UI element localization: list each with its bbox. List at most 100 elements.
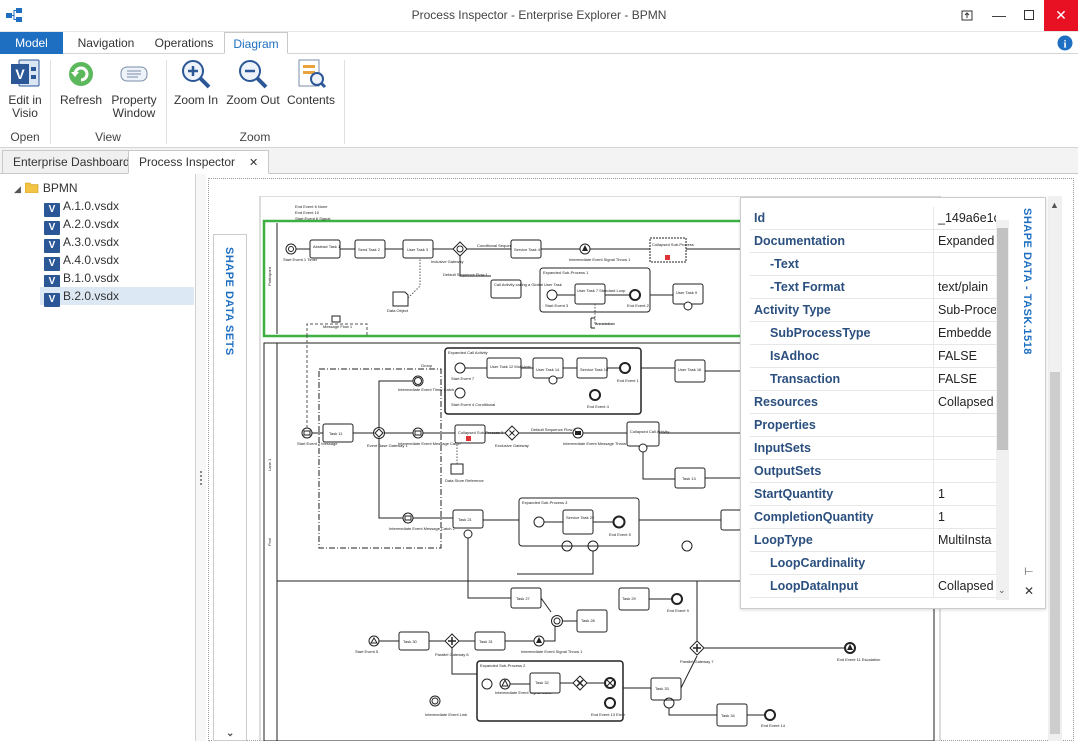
task-box[interactable] xyxy=(309,239,341,259)
properties-scrollbar-thumb[interactable] xyxy=(997,228,1008,450)
shape-data-sets-panel[interactable]: SHAPE DATA SETS ⌄ xyxy=(213,234,247,741)
close-tab-icon[interactable]: ✕ xyxy=(249,157,259,169)
task-box[interactable] xyxy=(490,279,522,299)
end-event-icon[interactable] xyxy=(619,362,631,374)
property-value[interactable]: 1 xyxy=(938,510,945,524)
property-value[interactable]: MultiInsta xyxy=(938,533,992,547)
data-object-icon[interactable] xyxy=(392,291,409,307)
end-event-icon[interactable] xyxy=(604,697,616,709)
end-event-icon[interactable] xyxy=(612,515,626,529)
task-box[interactable] xyxy=(574,283,606,305)
chevron-down-icon[interactable]: ⌄ xyxy=(226,728,235,739)
property-row[interactable]: Id_149a6e1c xyxy=(750,207,996,230)
end-event-icon[interactable] xyxy=(589,389,601,401)
task-box[interactable] xyxy=(562,509,594,535)
tab-enterprise-dashboard[interactable]: Enterprise Dashboard xyxy=(2,150,141,174)
scrollbar-thumb[interactable] xyxy=(1050,372,1060,734)
property-row[interactable]: InputSets xyxy=(750,437,996,460)
boundary-event-icon[interactable] xyxy=(681,540,693,552)
expanded-call-activity[interactable] xyxy=(444,347,642,415)
chevron-down-icon[interactable]: ⌄ xyxy=(998,585,1006,595)
tab-operations[interactable]: Operations xyxy=(154,36,214,50)
property-row[interactable]: OutputSets xyxy=(750,460,996,483)
panel-splitter[interactable] xyxy=(196,174,206,741)
task-box[interactable] xyxy=(720,509,742,531)
expanded-subprocess[interactable] xyxy=(539,267,651,313)
tab-model[interactable]: Model xyxy=(0,32,63,54)
property-window-button[interactable]: Property Window xyxy=(108,58,160,120)
property-value[interactable]: Collapsed xyxy=(938,579,994,593)
boundary-event-icon[interactable] xyxy=(561,540,573,552)
close-panel-icon[interactable]: ✕ xyxy=(1024,584,1035,598)
gateway-event-icon[interactable] xyxy=(551,615,563,627)
start-event-icon[interactable] xyxy=(454,387,466,399)
canvas-scrollbar[interactable]: ▲ xyxy=(1048,196,1062,741)
task-box[interactable] xyxy=(650,677,682,701)
property-value[interactable]: text/plain xyxy=(938,280,989,294)
intermediate-event-icon[interactable] xyxy=(412,375,424,387)
end-event-icon[interactable] xyxy=(764,709,776,721)
restore-pin-button[interactable] xyxy=(950,0,984,31)
zoom-out-button[interactable]: Zoom Out xyxy=(226,58,280,107)
collapse-arrow-icon[interactable]: ◢ xyxy=(14,184,21,194)
edit-in-visio-button[interactable]: V Edit in Visio xyxy=(4,58,46,120)
minimize-button[interactable]: — xyxy=(982,0,1016,31)
contents-button[interactable]: Contents xyxy=(285,58,337,107)
start-event-icon[interactable] xyxy=(481,678,493,690)
splitter-grip-icon[interactable] xyxy=(200,471,202,485)
data-store-icon[interactable] xyxy=(450,463,464,475)
refresh-button[interactable]: Refresh xyxy=(58,58,104,107)
property-value[interactable]: FALSE xyxy=(938,349,977,363)
maximize-button[interactable] xyxy=(1012,0,1046,31)
property-value[interactable]: 1 xyxy=(938,487,945,501)
property-value[interactable]: Collapsed xyxy=(938,395,994,409)
tree-root-bpmn[interactable]: ◢BPMN xyxy=(14,179,78,197)
property-value[interactable]: FALSE xyxy=(938,372,977,386)
task-box[interactable] xyxy=(626,421,660,447)
scroll-up-icon[interactable]: ▲ xyxy=(1050,200,1059,210)
zoom-in-button[interactable]: Zoom In xyxy=(172,58,220,107)
gateway-event-icon[interactable] xyxy=(373,427,385,439)
expanded-subprocess[interactable] xyxy=(518,497,640,547)
property-value[interactable]: _149a6e1c xyxy=(938,211,996,225)
task-box[interactable] xyxy=(452,509,484,529)
end-event-icon[interactable] xyxy=(604,677,616,689)
tab-navigation[interactable]: Navigation xyxy=(77,36,135,50)
expanded-subprocess[interactable] xyxy=(476,660,624,722)
task-box[interactable] xyxy=(454,424,486,444)
info-icon[interactable]: i xyxy=(1057,35,1073,51)
property-value[interactable]: Embedde xyxy=(938,326,992,340)
property-value[interactable]: Expanded xyxy=(938,234,995,248)
property-value[interactable]: Sub-Proce xyxy=(938,303,996,317)
tab-diagram[interactable]: Diagram xyxy=(224,32,288,54)
pin-panel-icon[interactable]: ⊢ xyxy=(1024,566,1034,578)
intermediate-event-icon[interactable] xyxy=(429,695,441,707)
group-box[interactable] xyxy=(318,368,442,549)
task-box[interactable] xyxy=(576,609,608,633)
end-event-icon[interactable] xyxy=(629,289,641,301)
end-event-icon[interactable] xyxy=(671,593,683,605)
close-window-button[interactable]: ✕ xyxy=(1044,0,1078,31)
property-row[interactable]: LoopCardinality xyxy=(750,552,996,575)
property-row[interactable]: -Text xyxy=(750,253,996,276)
end-event-icon[interactable] xyxy=(844,642,856,654)
property-row[interactable]: Properties xyxy=(750,414,996,437)
tab-process-inspector[interactable]: Process Inspector✕ xyxy=(128,150,270,174)
